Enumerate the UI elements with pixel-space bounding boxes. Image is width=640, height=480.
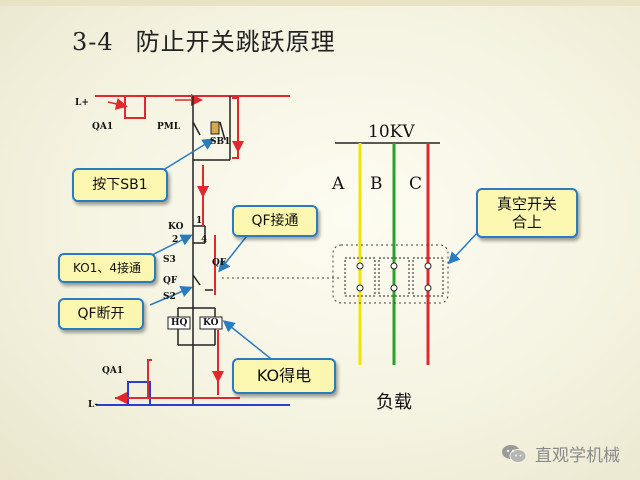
- pointer-ko-on: [149, 234, 193, 257]
- qa1-bottom-label: QA1: [102, 366, 124, 376]
- ko-coil: [199, 316, 223, 330]
- l-minus-label: L-: [88, 400, 99, 410]
- callout-press-sb1: 按下SB1: [72, 168, 168, 202]
- sb1-button: [210, 121, 220, 135]
- contact-4-label: 4: [201, 235, 208, 245]
- qa1-top-label: QA1: [92, 122, 114, 132]
- pointer-qf-off: [149, 285, 193, 306]
- qa1-bottom-fuse: [127, 381, 151, 405]
- watermark-text: 直观学机械: [535, 446, 620, 466]
- pointer-ko-energized: [222, 320, 276, 363]
- hq-coil: [167, 316, 191, 330]
- pointer-qf-on: [218, 231, 251, 273]
- pml-switch: [192, 121, 201, 136]
- qf-contact-label: QF: [212, 258, 227, 268]
- qa1-top-fuse: [124, 96, 146, 119]
- ko-coil-label: KO: [203, 318, 219, 328]
- l-plus-label: L+: [75, 98, 89, 108]
- ko-contact-label: KO: [168, 222, 184, 232]
- callout-qf-off: QF断开: [58, 298, 144, 330]
- callout-qf-on: QF接通: [232, 205, 318, 237]
- phase-c-label: C: [409, 174, 423, 194]
- s3-label: S3: [163, 255, 176, 265]
- s2-label: S2: [163, 292, 176, 302]
- red-path-sb1: [232, 97, 239, 159]
- pointer-vacuum-switch: [447, 231, 479, 265]
- callout-ko-energized: KO得电: [232, 358, 336, 394]
- slide-top-band: [0, 0, 640, 6]
- watermark: 直观学机械: [501, 441, 620, 466]
- vacuum-switch-box: [332, 244, 449, 304]
- hq-label: HQ: [171, 318, 188, 328]
- voltage-label: 10KV: [368, 122, 415, 142]
- pointer-press-sb1: [159, 138, 215, 173]
- qf-label: QF: [163, 276, 178, 286]
- pml-label: PML: [157, 122, 181, 132]
- contact-1-label: 1: [196, 216, 203, 226]
- title-text: 防止开关跳跃原理: [135, 28, 336, 56]
- phase-a-label: A: [332, 174, 345, 194]
- callout-vacuum-switch: 真空开关 合上: [476, 188, 578, 238]
- load-label: 负载: [376, 392, 412, 413]
- callout-ko-on: KO1、4接通: [58, 253, 156, 283]
- section-number: 3-4: [72, 28, 114, 56]
- slide-title: 3-4 防止开关跳跃原理: [72, 22, 336, 57]
- wechat-icon: [501, 444, 527, 464]
- phase-b-label: B: [370, 174, 383, 194]
- contact-2-label: 2: [172, 235, 179, 245]
- qf-switch: [192, 274, 201, 286]
- sb1-label: SB1: [210, 137, 231, 147]
